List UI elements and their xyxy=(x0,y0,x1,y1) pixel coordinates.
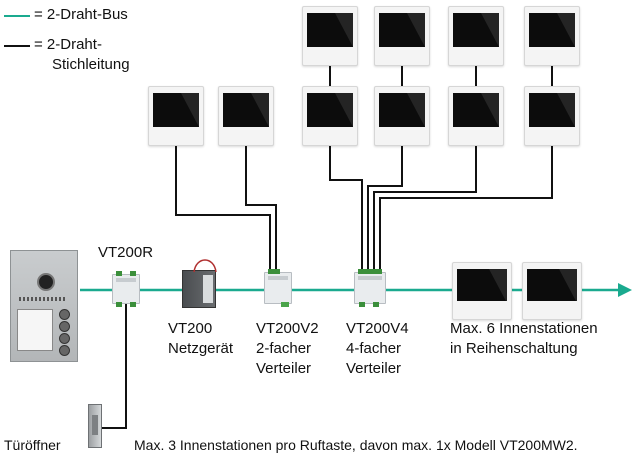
vt200v4-label-line1: VT200V4 xyxy=(346,320,409,337)
vt200v2-label-line2: 2-facher xyxy=(256,340,312,357)
name-label-field xyxy=(17,309,53,351)
door-opener-wire xyxy=(102,300,127,429)
door-opener-device xyxy=(88,404,102,448)
vt200r-label: VT200R xyxy=(98,244,154,261)
legend-bus-swatch xyxy=(4,15,30,17)
monitor-v2-2 xyxy=(218,86,274,146)
call-button-3 xyxy=(59,333,70,344)
stub-lines-v4 xyxy=(329,140,553,270)
vt200r-module xyxy=(112,271,140,307)
call-button-1 xyxy=(59,309,70,320)
legend-bus-label: = 2-Draht-Bus xyxy=(34,6,128,23)
power-supply xyxy=(182,270,216,308)
bus-arrow-icon xyxy=(618,283,632,297)
monitor-mid-1 xyxy=(302,86,358,146)
vt200v2-label-line1: VT200V2 xyxy=(256,320,319,337)
monitor-series-2 xyxy=(522,262,582,320)
monitor-series-1 xyxy=(452,262,512,320)
monitor-top-3 xyxy=(448,6,504,66)
monitor-mid-2 xyxy=(374,86,430,146)
legend-stub-swatch xyxy=(4,45,30,47)
monitor-mid-3 xyxy=(448,86,504,146)
door-station-panel xyxy=(10,250,78,362)
vt200v4-label-line3: Verteiler xyxy=(346,360,402,377)
door-opener-label: Türöffner xyxy=(4,437,61,453)
monitor-top-2 xyxy=(374,6,430,66)
monitor-mid-4 xyxy=(524,86,580,146)
netzgeraet-label-line1: VT200 xyxy=(168,320,213,337)
vt200v4-module xyxy=(354,269,386,307)
monitor-top-4 xyxy=(524,6,580,66)
footnote-text: Max. 3 Innenstationen pro Ruftaste, davo… xyxy=(134,437,578,453)
netzgeraet-label-line2: Netzgerät xyxy=(168,340,234,357)
vt200v4-label-line2: 4-facher xyxy=(346,340,402,357)
vt200v2-module xyxy=(264,269,292,307)
legend-stub-label-line1: = 2-Draht- xyxy=(34,36,102,53)
camera-icon xyxy=(37,273,55,291)
series-label-line1: Max. 6 Innenstationen xyxy=(450,320,598,337)
call-button-2 xyxy=(59,321,70,332)
call-button-4 xyxy=(59,345,70,356)
stub-lines-v2 xyxy=(175,140,277,270)
legend-stub-label-line2: Stichleitung xyxy=(52,56,130,73)
speaker-grille xyxy=(19,297,65,301)
power-cable-icon xyxy=(193,259,217,273)
series-label-line2: in Reihenschaltung xyxy=(450,340,578,357)
monitor-column-links xyxy=(329,64,553,88)
vt200v2-label-line3: Verteiler xyxy=(256,360,312,377)
monitor-v2-1 xyxy=(148,86,204,146)
monitor-top-1 xyxy=(302,6,358,66)
